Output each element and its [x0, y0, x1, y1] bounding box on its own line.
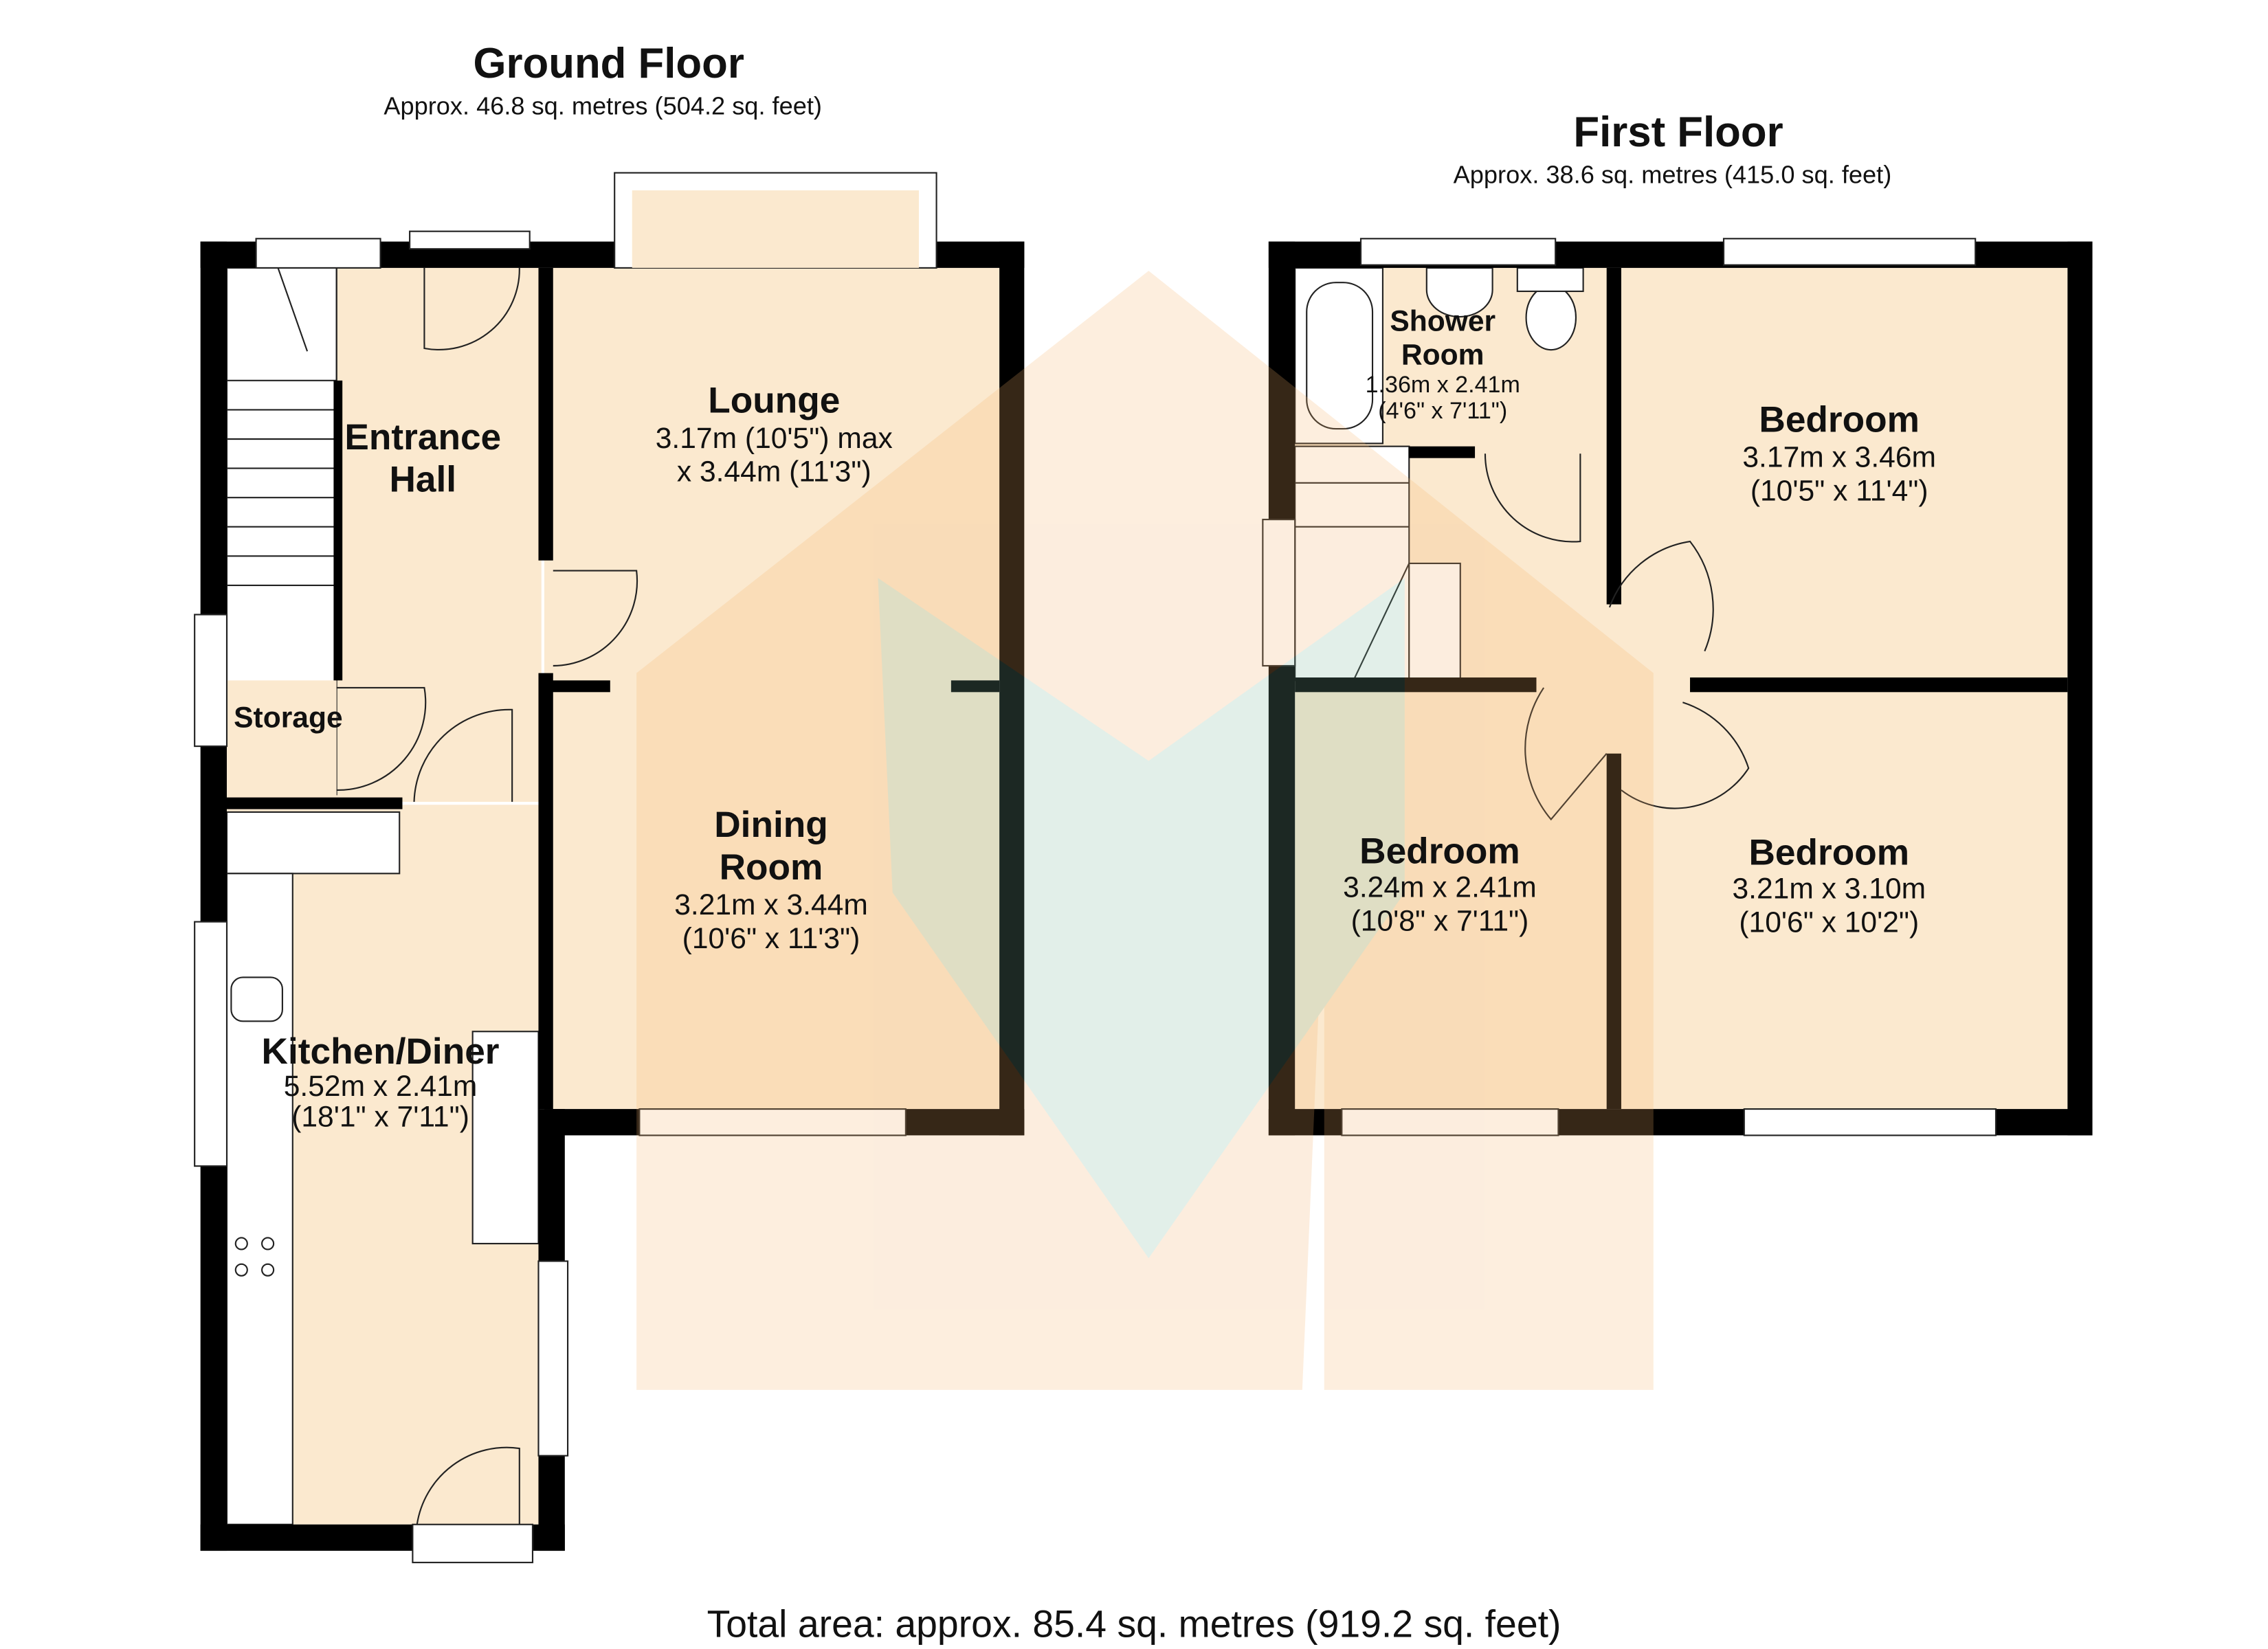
room-label-lounge: Lounge 3.17m (10'5") max x 3.44m (11'3")	[656, 381, 893, 489]
svg-text:5.52m x 2.41m: 5.52m x 2.41m	[284, 1070, 478, 1103]
door-swing	[1484, 453, 1581, 543]
svg-text:Bedroom: Bedroom	[1759, 399, 1920, 440]
svg-text:3.21m x 3.44m: 3.21m x 3.44m	[674, 888, 868, 921]
svg-text:3.24m x 2.41m: 3.24m x 2.41m	[1343, 871, 1537, 904]
door-swing	[413, 708, 513, 803]
room-label-storage: Storage	[234, 701, 343, 734]
svg-text:Lounge: Lounge	[708, 381, 840, 421]
door-swing	[423, 267, 520, 350]
hob-icon	[234, 1237, 275, 1277]
svg-text:(18'1" x 7'11"): (18'1" x 7'11")	[291, 1101, 469, 1134]
svg-text:3.21m x 3.10m: 3.21m x 3.10m	[1732, 873, 1926, 906]
svg-text:Entrance: Entrance	[344, 417, 501, 458]
svg-text:Shower: Shower	[1390, 304, 1496, 337]
svg-text:Bedroom: Bedroom	[1748, 833, 1909, 873]
svg-text:Hall: Hall	[389, 460, 456, 500]
svg-text:(4'6" x 7'11"): (4'6" x 7'11")	[1378, 398, 1507, 424]
svg-text:Kitchen/Diner: Kitchen/Diner	[262, 1031, 500, 1072]
first-floor-header: First Floor Approx. 38.6 sq. metres (415…	[1454, 109, 1892, 188]
room-label-bedroom-2: Bedroom 3.24m x 2.41m (10'8" x 7'11")	[1343, 831, 1537, 937]
svg-text:(10'5" x 11'4"): (10'5" x 11'4")	[1750, 474, 1928, 507]
door-swing	[1621, 702, 1750, 809]
svg-text:Dining: Dining	[714, 805, 828, 845]
svg-text:1.36m x 2.41m: 1.36m x 2.41m	[1366, 372, 1520, 398]
ground-floor-title: Ground Floor	[474, 40, 744, 87]
room-label-dining-room: Dining Room 3.21m x 3.44m (10'6" x 11'3"…	[674, 805, 868, 955]
door-swing	[336, 686, 427, 792]
first-floor-area: Approx. 38.6 sq. metres (415.0 sq. feet)	[1454, 160, 1892, 188]
svg-text:(10'6" x 10'2"): (10'6" x 10'2")	[1739, 906, 1919, 939]
first-floor-plan	[1262, 238, 2093, 1136]
total-area: Total area: approx. 85.4 sq. metres (919…	[707, 1603, 1561, 1646]
door-swing	[1524, 687, 1608, 821]
svg-text:Storage: Storage	[234, 701, 343, 734]
svg-text:Bedroom: Bedroom	[1359, 831, 1520, 871]
ground-floor-area: Approx. 46.8 sq. metres (504.2 sq. feet)	[383, 91, 822, 120]
room-label-kitchen-diner: Kitchen/Diner 5.52m x 2.41m (18'1" x 7'1…	[262, 1031, 500, 1134]
svg-text:3.17m x 3.46m: 3.17m x 3.46m	[1742, 440, 1936, 473]
room-label-bedroom-1: Bedroom 3.17m x 3.46m (10'5" x 11'4")	[1742, 399, 1936, 507]
room-label-shower-room: Shower Room 1.36m x 2.41m (4'6" x 7'11")	[1366, 304, 1520, 424]
svg-text:Room: Room	[1401, 338, 1485, 371]
ground-floor-header: Ground Floor Approx. 46.8 sq. metres (50…	[383, 40, 822, 120]
room-label-entrance-hall: Entrance Hall	[344, 417, 501, 500]
watermark-logo	[636, 271, 1654, 1390]
svg-text:x 3.44m (11'3"): x 3.44m (11'3")	[677, 456, 871, 489]
door-swing	[416, 1446, 520, 1525]
first-floor-title: First Floor	[1573, 109, 1783, 156]
svg-text:(10'6" x 11'3"): (10'6" x 11'3")	[682, 922, 860, 955]
svg-text:3.17m (10'5") max: 3.17m (10'5") max	[656, 422, 893, 455]
door-swing	[553, 570, 638, 667]
door-swing	[1608, 540, 1714, 652]
svg-text:(10'8" x 7'11"): (10'8" x 7'11")	[1351, 904, 1529, 937]
room-label-bedroom-3: Bedroom 3.21m x 3.10m (10'6" x 10'2")	[1732, 833, 1926, 939]
ground-floor-plan	[194, 172, 1025, 1564]
svg-text:Room: Room	[720, 847, 823, 888]
